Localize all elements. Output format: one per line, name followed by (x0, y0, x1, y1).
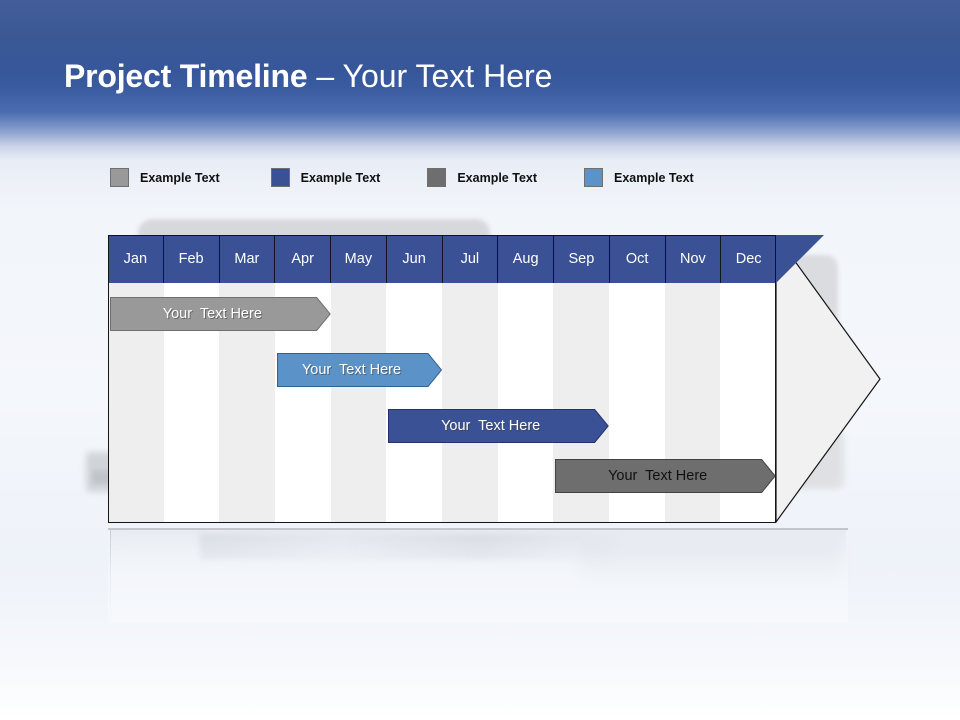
month-header-cell-jul[interactable]: Jul (442, 235, 499, 283)
task-bar-label: Your Text Here (608, 468, 708, 484)
task-bar-shape (110, 297, 331, 331)
chart-reflection-edge (108, 528, 848, 530)
month-header-cell-mar[interactable]: Mar (219, 235, 276, 283)
header-corner-triangle (776, 235, 824, 283)
task-bar-label: Your Text Here (162, 306, 262, 322)
legend-swatch-icon (427, 168, 447, 187)
legend-item-3[interactable]: Example Text (427, 168, 537, 187)
month-header-cell-may[interactable]: May (331, 235, 387, 283)
month-header-cell-sep[interactable]: Sep (554, 235, 610, 283)
legend-item-label: Example Text (614, 170, 694, 185)
legend-swatch-icon (110, 168, 129, 187)
task-bar-label: Your Text Here (301, 362, 402, 378)
timeline-arrow-head (776, 235, 882, 523)
task-bar-label: Your Text Here (441, 418, 541, 434)
month-header-cell-jun[interactable]: Jun (386, 235, 443, 283)
grid-column-jun (386, 283, 443, 522)
legend: Example Text Example Text Example Text Exam… (110, 168, 694, 187)
legend-item-1[interactable]: Example Text (110, 168, 220, 187)
chart-reflection-ghost (200, 534, 620, 560)
grid-column-aug (497, 283, 554, 522)
chart-reflection-ghost-right (580, 542, 840, 582)
page-title-strong: Project Timeline (64, 58, 308, 94)
month-header-cell-apr[interactable]: Apr (275, 235, 331, 283)
legend-swatch-icon (270, 168, 290, 187)
task-bar-shape (555, 459, 776, 493)
task-bar-4[interactable]: Your Text Here (555, 459, 776, 493)
legend-item-label: Example Text (457, 170, 538, 185)
month-header-cell-aug[interactable]: Aug (498, 235, 554, 283)
legend-swatch-icon (584, 168, 604, 187)
task-bar-shape (388, 409, 609, 443)
grid-column-jul (442, 283, 498, 522)
grid-column-may (330, 283, 387, 522)
month-header-cell-feb[interactable]: Feb (163, 235, 220, 283)
page-title: Project Timeline – Your Text Here (64, 58, 552, 104)
page-title-rest: – Your Text Here (316, 58, 553, 94)
legend-item-2[interactable]: Example Text (270, 168, 381, 187)
legend-item-label: Example Text (140, 170, 220, 185)
task-bar-2[interactable]: Your Text Here (277, 353, 442, 387)
task-bar-1[interactable]: Your Text Here (110, 297, 331, 331)
legend-item-label: Example Text (300, 170, 381, 185)
month-header-cell-nov[interactable]: Nov (665, 235, 722, 283)
month-header-cell-jan[interactable]: Jan (108, 235, 164, 283)
gantt-grid-outline (108, 235, 776, 523)
task-bar-3[interactable]: Your Text Here (388, 409, 609, 443)
month-header-cell-dec[interactable]: Dec (721, 235, 776, 283)
month-header-cell-oct[interactable]: Oct (609, 235, 666, 283)
legend-item-4[interactable]: Example Text (584, 168, 694, 187)
task-bar-shape (277, 353, 442, 387)
